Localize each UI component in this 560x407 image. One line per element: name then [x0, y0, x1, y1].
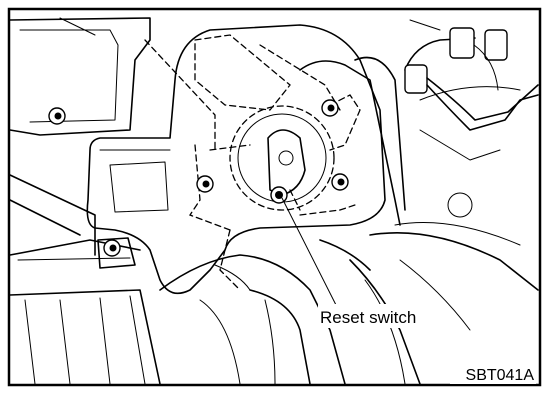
- bolt-left-lower: [97, 237, 136, 269]
- reset-switch-label: Reset switch: [320, 308, 416, 327]
- callout-leader: [281, 197, 337, 306]
- bolt-left-upper: [48, 107, 66, 125]
- bolt-center-left: [196, 175, 214, 193]
- figure-border: [7, 7, 542, 387]
- bolt-center-right: [331, 173, 349, 191]
- door-panel-drawing: [9, 17, 539, 385]
- bolt-upper-right: [321, 99, 339, 117]
- figure-code: SBT041A: [466, 367, 535, 384]
